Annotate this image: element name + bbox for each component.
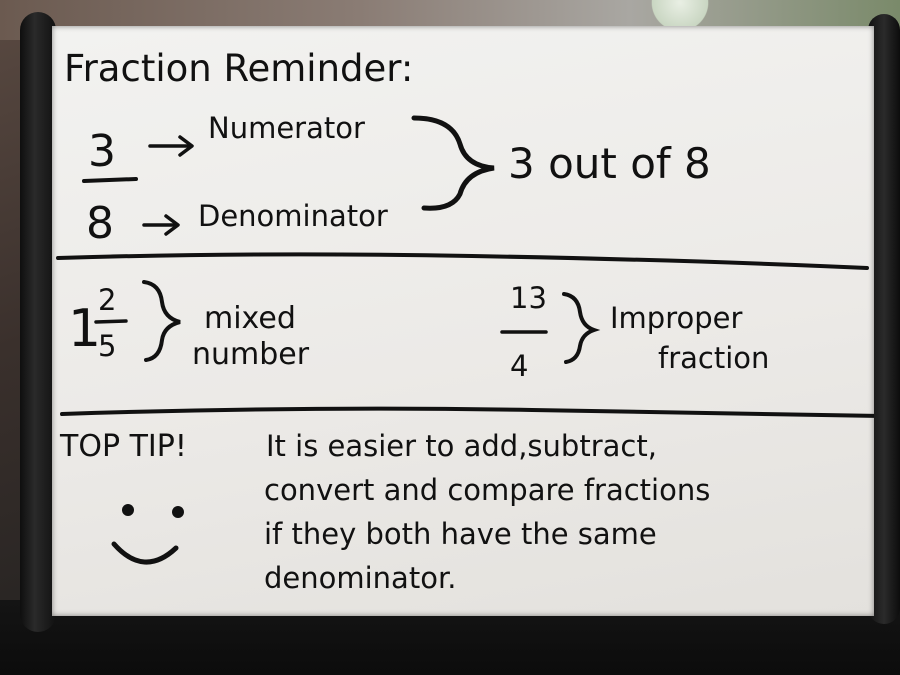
fraction-numerator: 3 bbox=[88, 126, 116, 177]
denominator-label: Denominator bbox=[198, 199, 388, 233]
improper-label-line1: Improper bbox=[610, 301, 742, 335]
curly-brace-main bbox=[411, 115, 495, 211]
meaning-text: 3 out of 8 bbox=[508, 139, 711, 188]
mixed-numerator: 2 bbox=[98, 283, 116, 317]
mixed-whole: 1 bbox=[68, 299, 101, 359]
improper-denominator: 4 bbox=[510, 349, 528, 383]
tip-line-3: if they both have the same bbox=[264, 517, 657, 551]
mixed-denominator: 5 bbox=[98, 329, 116, 363]
arrow-icon-numerator bbox=[148, 135, 194, 157]
numerator-label: Numerator bbox=[208, 111, 365, 145]
background-object bbox=[640, 0, 720, 26]
mixed-fraction-bar bbox=[94, 319, 128, 324]
improper-label-line2: fraction bbox=[658, 341, 769, 375]
smiley-face-icon bbox=[111, 504, 184, 565]
divider-line bbox=[56, 252, 869, 270]
tip-heading: TOP TIP! bbox=[59, 429, 187, 464]
mixed-label-line1: mixed bbox=[204, 301, 296, 336]
tip-line-2: convert and compare fractions bbox=[264, 473, 710, 507]
title-text: Fraction Reminder: bbox=[64, 47, 413, 90]
improper-numerator: 13 bbox=[510, 281, 547, 315]
fraction-bar bbox=[82, 177, 138, 183]
tip-line-1: It is easier to add,subtract, bbox=[266, 429, 657, 463]
curly-brace-improper bbox=[562, 292, 601, 364]
whiteboard-drawing: Fraction Reminder: 3 8 Numerator Denomin… bbox=[56, 47, 874, 595]
arrow-icon-denominator bbox=[142, 214, 180, 236]
curly-brace-mixed bbox=[142, 280, 181, 362]
tip-line-4: denominator. bbox=[264, 561, 456, 595]
divider-line bbox=[60, 406, 874, 418]
whiteboard: Fraction Reminder: 3 8 Numerator Denomin… bbox=[52, 26, 874, 616]
mixed-label-line2: number bbox=[192, 337, 310, 372]
board-frame-left bbox=[20, 12, 56, 632]
fraction-denominator: 8 bbox=[86, 198, 114, 249]
